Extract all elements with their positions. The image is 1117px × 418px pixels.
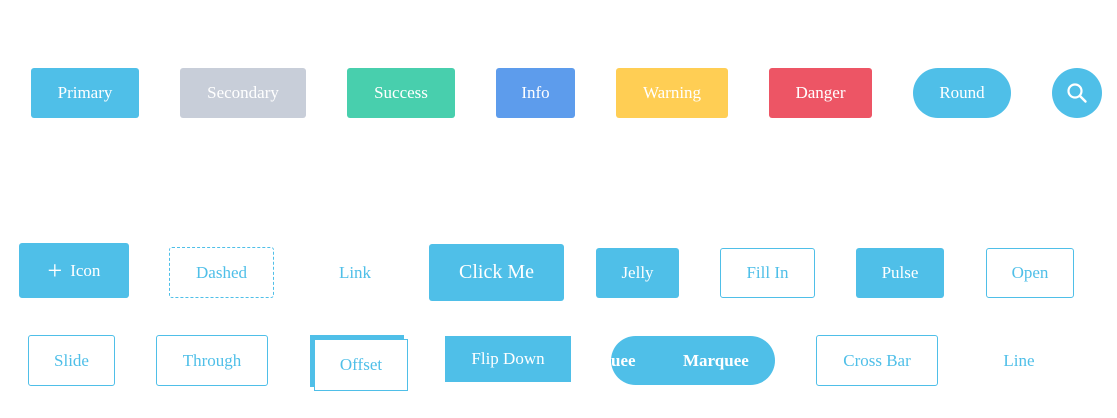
round-button[interactable]: Round bbox=[913, 68, 1011, 118]
round-button-label: Round bbox=[939, 83, 985, 102]
click-me-button-label: Click Me bbox=[459, 261, 534, 283]
slide-button-label: Slide bbox=[54, 350, 89, 370]
pulse-button[interactable]: Pulse bbox=[856, 248, 944, 298]
offset-button[interactable]: Offset bbox=[310, 335, 412, 393]
line-button-label: Line bbox=[1003, 350, 1035, 370]
primary-button[interactable]: Primary bbox=[31, 68, 139, 118]
jelly-button[interactable]: Jelly bbox=[596, 248, 679, 298]
dashed-button[interactable]: Dashed bbox=[169, 247, 274, 298]
success-button[interactable]: Success bbox=[347, 68, 455, 118]
cross-bar-button[interactable]: Cross Bar bbox=[816, 335, 938, 386]
cross-bar-button-label: Cross Bar bbox=[843, 350, 911, 370]
fill-in-button[interactable]: Fill In bbox=[720, 248, 815, 298]
click-me-button[interactable]: Click Me bbox=[429, 244, 564, 301]
through-button-label: Through bbox=[182, 350, 242, 370]
flip-down-button[interactable]: Flip Down bbox=[445, 336, 571, 382]
add-icon-button[interactable]: + Icon bbox=[19, 243, 129, 298]
marquee-button-label-scrolling: uee bbox=[611, 350, 636, 370]
warning-button[interactable]: Warning bbox=[616, 68, 728, 118]
danger-button[interactable]: Danger bbox=[769, 68, 872, 118]
warning-button-label: Warning bbox=[642, 83, 702, 102]
link-button[interactable]: Link bbox=[315, 247, 395, 298]
line-button[interactable]: Line bbox=[980, 335, 1058, 386]
through-button[interactable]: Through bbox=[156, 335, 268, 386]
danger-button-label: Danger bbox=[795, 83, 846, 102]
open-button[interactable]: Open bbox=[986, 248, 1074, 298]
marquee-button[interactable]: uee Marquee bbox=[611, 336, 775, 385]
jelly-button-label: Jelly bbox=[621, 263, 654, 282]
flip-down-button-label: Flip Down bbox=[471, 349, 545, 368]
open-button-label: Open bbox=[1011, 263, 1049, 282]
dashed-button-label: Dashed bbox=[196, 262, 247, 282]
primary-button-label: Primary bbox=[57, 83, 113, 102]
info-button-label: Info bbox=[521, 83, 550, 102]
secondary-button[interactable]: Secondary bbox=[180, 68, 306, 118]
secondary-button-label: Secondary bbox=[207, 83, 279, 102]
offset-button-label: Offset bbox=[339, 355, 383, 374]
info-button[interactable]: Info bbox=[496, 68, 575, 118]
marquee-button-label: Marquee bbox=[683, 350, 749, 370]
success-button-label: Success bbox=[374, 83, 428, 102]
link-button-label: Link bbox=[338, 262, 372, 282]
add-icon-button-label: Icon bbox=[70, 260, 101, 280]
slide-button[interactable]: Slide bbox=[28, 335, 115, 386]
search-button[interactable] bbox=[1052, 68, 1102, 118]
plus-icon: + bbox=[47, 255, 63, 285]
search-icon bbox=[1067, 83, 1087, 103]
offset-button-face: Offset bbox=[314, 339, 408, 391]
fill-in-button-label: Fill In bbox=[746, 263, 789, 282]
pulse-button-label: Pulse bbox=[881, 263, 919, 282]
